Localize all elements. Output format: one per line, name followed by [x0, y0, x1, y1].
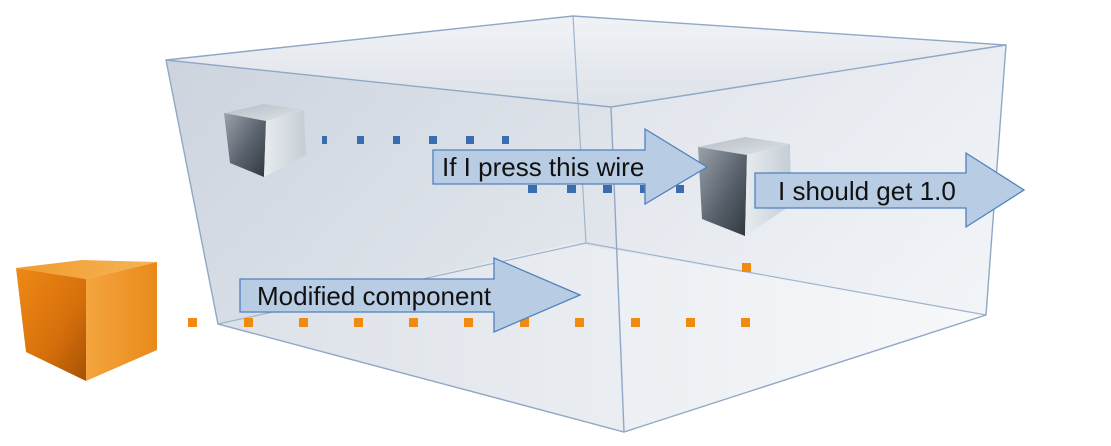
box-back-edge-vertical: [572, 15, 587, 244]
box-back-edge-right: [585, 242, 987, 316]
box-right-face: [611, 45, 1006, 432]
container-box: [165, 15, 1007, 433]
modified-component-arrow: Modified component: [239, 257, 582, 333]
orange-cube[interactable]: [16, 260, 157, 381]
box-front-right-top-edge: [610, 44, 1007, 108]
output-label: I should get 1.0: [778, 176, 956, 206]
gray-cube-top[interactable]: [224, 104, 306, 177]
orange-wire[interactable]: [188, 263, 751, 327]
press-wire-arrow: If I press this wire: [432, 127, 709, 206]
box-top-face: [166, 16, 1006, 107]
box-front-top-edge: [165, 59, 612, 108]
modified-component-label: Modified component: [257, 281, 492, 311]
blue-wire-top[interactable]: [322, 136, 509, 144]
box-outline: [165, 15, 1007, 433]
press-wire-label: If I press this wire: [442, 152, 644, 182]
output-arrow: I should get 1.0: [754, 151, 1026, 229]
